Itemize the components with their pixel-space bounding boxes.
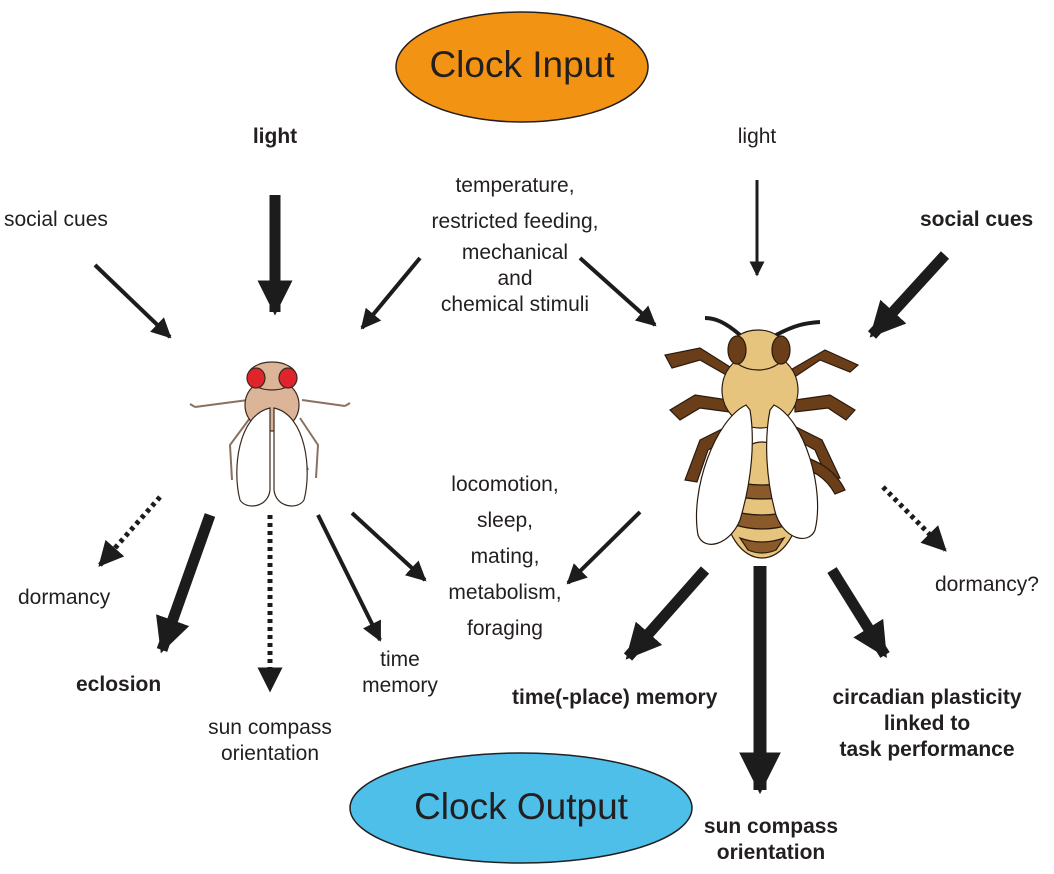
clock-output-ellipse	[349, 752, 693, 864]
behaviour-line-5: foraging	[467, 617, 543, 640]
stimuli-line-3: mechanical	[461, 241, 569, 264]
arrow-social-to-bee	[867, 251, 950, 339]
output-circadian-plasticity: circadian plasticity linked to task perf…	[800, 685, 1054, 763]
arrow-bee-to-time-place-memory	[623, 566, 710, 661]
stimuli-line-1: temperature,	[455, 174, 575, 197]
stimuli-line-5: chemical stimuli	[440, 293, 590, 316]
circadian-line-2: linked to	[883, 712, 971, 735]
arrow-bee-to-dormancy	[881, 485, 947, 552]
sun-compass-fly-line-2: orientation	[220, 742, 320, 765]
circadian-line-1: circadian plasticity	[832, 686, 1022, 709]
behaviour-line-2: sleep,	[476, 509, 534, 532]
arrow-fly-to-time-memory	[316, 514, 382, 642]
arrow-social-to-fly	[93, 263, 172, 339]
sun-compass-bee-line-1: sun compass	[703, 815, 839, 838]
output-sun-compass-fly: sun compass orientation	[185, 715, 355, 767]
input-light-fly: light	[252, 125, 298, 148]
clock-output-title: Clock Output	[414, 786, 628, 827]
output-eclosion: eclosion	[76, 673, 162, 696]
behaviour-line-3: mating,	[470, 545, 540, 568]
behaviour-line-1: locomotion,	[451, 473, 559, 496]
arrow-stimuli-to-bee	[578, 256, 657, 327]
output-time-place-memory: time(-place) memory	[512, 686, 718, 709]
sun-compass-bee-line-2: orientation	[716, 841, 826, 864]
clock-input-title: Clock Input	[429, 44, 615, 85]
output-sun-compass-bee: sun compass orientation	[686, 814, 856, 866]
arrow-fly-to-behaviours	[350, 511, 427, 582]
output-dormancy-bee: dormancy?	[935, 573, 1039, 596]
input-light-bee: light	[737, 125, 777, 148]
output-shared-behaviours: locomotion, sleep, mating, metabolism, f…	[430, 467, 580, 647]
fruit-fly-illustration	[189, 361, 351, 507]
arrow-bee-to-behaviours	[566, 510, 642, 585]
behaviour-line-4: metabolism,	[448, 581, 562, 604]
input-social-cues-fly: social cues	[4, 208, 108, 231]
input-shared-stimuli: temperature, restricted feeding, mechani…	[395, 168, 635, 318]
circadian-line-3: task performance	[839, 738, 1015, 761]
honey-bee-illustration	[664, 316, 860, 559]
time-memory-line-2: memory	[362, 674, 438, 697]
stimuli-line-4: and	[497, 267, 533, 290]
sun-compass-fly-line-1: sun compass	[208, 716, 332, 739]
arrow-bee-to-circadian-plasticity	[827, 567, 890, 658]
arrow-stimuli-to-fly	[360, 256, 422, 330]
arrow-fly-to-eclosion	[156, 513, 216, 654]
input-social-cues-bee: social cues	[920, 208, 1034, 231]
time-memory-line-1: time	[380, 648, 420, 671]
arrow-fly-to-dormancy	[98, 495, 162, 567]
stimuli-line-2: restricted feeding,	[431, 210, 599, 233]
output-time-memory-fly: time memory	[345, 647, 455, 699]
clock-input-ellipse	[395, 11, 649, 123]
output-dormancy-fly: dormancy	[18, 586, 111, 609]
